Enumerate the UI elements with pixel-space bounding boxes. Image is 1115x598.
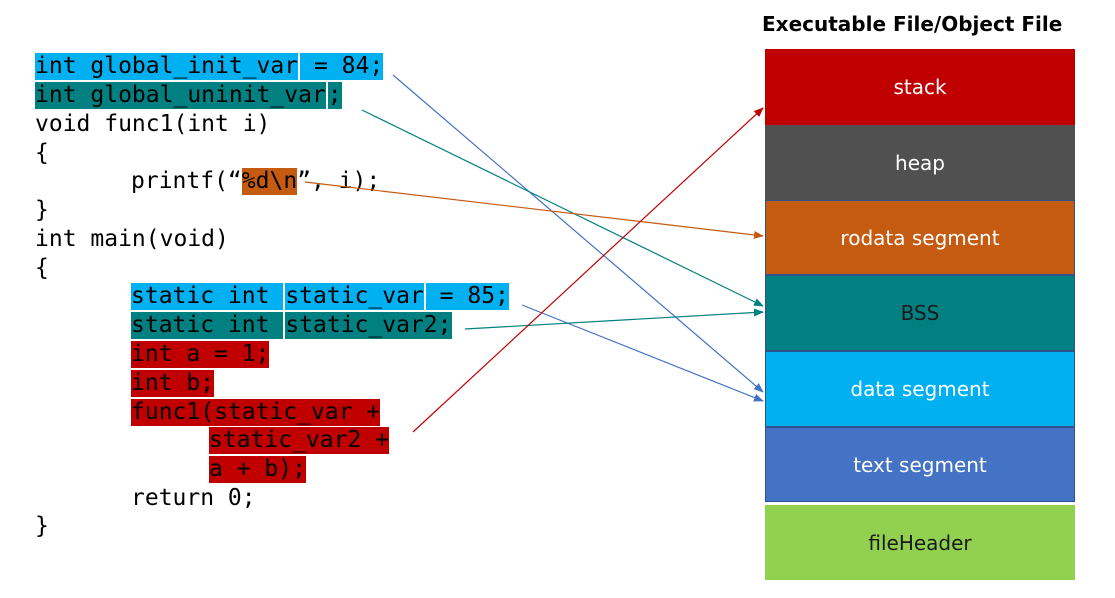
segment-text-label: text segment bbox=[853, 452, 987, 477]
segment-data: data segment bbox=[765, 351, 1075, 427]
highlight-func1-arg3: a + b); bbox=[209, 456, 306, 483]
highlight-static-var2: static_var2; bbox=[285, 312, 452, 339]
highlight-global-uninit-var: int global_uninit_var bbox=[35, 82, 326, 109]
highlight-func1-call: func1(static_var + bbox=[131, 399, 381, 426]
highlight-func1-arg2: static_var2 + bbox=[209, 427, 390, 454]
arrow-global-init-to-data bbox=[392, 74, 764, 393]
code-line-open-brace: { bbox=[35, 140, 49, 166]
arrow-static-var2-to-bss bbox=[464, 308, 764, 330]
segment-rodata: rodata segment bbox=[765, 200, 1075, 275]
highlight-static-keyword: static int bbox=[131, 283, 284, 310]
arrow-global-uninit-to-bss bbox=[361, 109, 764, 307]
code-line-int-b: int b; bbox=[131, 369, 215, 397]
segment-fileheader: fileHeader bbox=[765, 505, 1075, 580]
code-line-func1-arg2: static_var2 + bbox=[209, 426, 390, 454]
arrow-locals-to-stack bbox=[412, 107, 764, 433]
highlight-static-value: = 85; bbox=[425, 283, 509, 310]
segment-heap-label: heap bbox=[895, 150, 945, 175]
segment-data-label: data segment bbox=[850, 377, 990, 401]
code-line-main-close-brace: } bbox=[35, 513, 49, 539]
highlight-static-var: static_var bbox=[285, 283, 424, 310]
code-line-func1-decl: void func1(int i) bbox=[35, 111, 271, 137]
highlight-int-b: int b; bbox=[131, 370, 215, 397]
segment-stack: stack bbox=[765, 49, 1075, 125]
printf-call: printf(“ bbox=[131, 168, 242, 194]
segments-title: Executable File/Object File bbox=[762, 12, 1063, 36]
code-line-static-var2: static int static_var2; bbox=[131, 311, 452, 339]
highlight-global-init-var: int global_init_var bbox=[35, 53, 299, 80]
segment-bss: BSS bbox=[765, 275, 1075, 351]
highlight-static-keyword-2: static int bbox=[131, 312, 284, 339]
segment-heap: heap bbox=[765, 125, 1075, 200]
arrow-static-var-to-data bbox=[521, 304, 764, 402]
code-line-return: return 0; bbox=[131, 485, 256, 511]
segment-text: text segment bbox=[765, 427, 1075, 502]
code-line-static-var: static int static_var = 85; bbox=[131, 282, 509, 310]
segment-stack-label: stack bbox=[893, 75, 947, 99]
code-line-global-uninit: int global_uninit_var; bbox=[35, 81, 342, 109]
highlight-semicolon: ; bbox=[327, 82, 342, 109]
segment-rodata-label: rodata segment bbox=[840, 225, 1000, 250]
code-line-printf: printf(“%d\n”, i); bbox=[131, 167, 380, 195]
segment-fileheader-label: fileHeader bbox=[868, 530, 972, 555]
highlight-init-value: = 84; bbox=[300, 53, 384, 80]
code-line-global-init: int global_init_var = 84; bbox=[35, 52, 384, 80]
printf-args: ”, i); bbox=[297, 168, 381, 194]
highlight-format-string: %d\n bbox=[241, 168, 298, 195]
code-line-int-a: int a = 1; bbox=[131, 340, 270, 368]
highlight-int-a: int a = 1; bbox=[131, 341, 270, 368]
code-line-main-open-brace: { bbox=[35, 255, 49, 281]
segment-bss-label: BSS bbox=[900, 301, 940, 325]
code-line-func1-call: func1(static_var + bbox=[131, 398, 381, 426]
code-line-close-brace: } bbox=[35, 197, 49, 223]
code-line-func1-arg3: a + b); bbox=[209, 455, 306, 483]
code-line-main-decl: int main(void) bbox=[35, 226, 229, 252]
